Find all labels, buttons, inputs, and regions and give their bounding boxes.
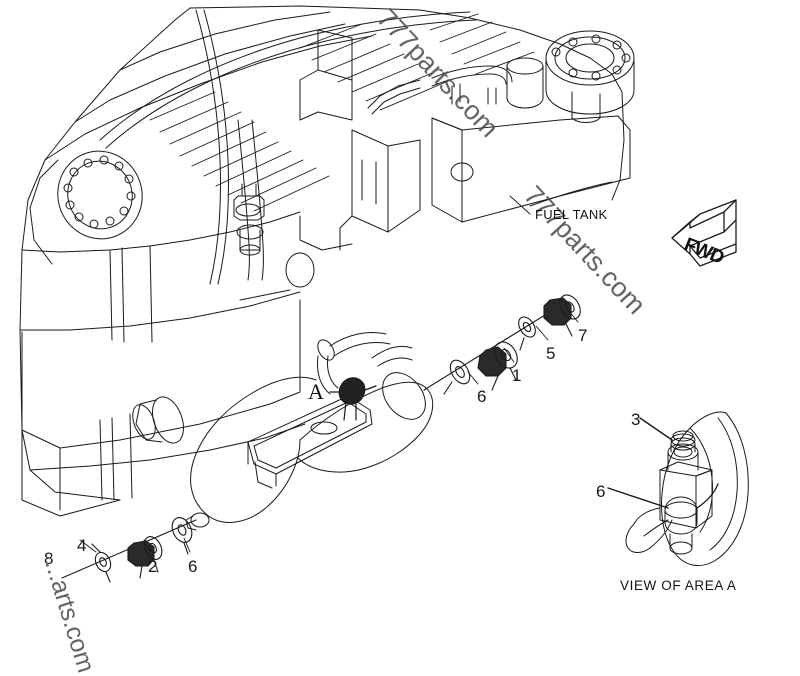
downpipe-valve-fitting bbox=[233, 183, 265, 256]
intake-manifold bbox=[299, 29, 353, 121]
engine-assembly-drawing bbox=[19, 5, 749, 583]
fuel-lines-top bbox=[367, 65, 513, 115]
view-of-area-a-caption: VIEW OF AREA A bbox=[620, 578, 737, 593]
exploded-fitting-chain-upper bbox=[423, 294, 581, 395]
callout-4: 4 bbox=[77, 536, 87, 555]
frame-rails bbox=[21, 245, 291, 517]
callout-6c: 6 bbox=[188, 557, 198, 576]
muffler-body bbox=[190, 345, 434, 523]
part-4-washer bbox=[91, 543, 112, 583]
diagram-canvas: 777parts.com 777parts.com ...arts.com FU… bbox=[19, 3, 749, 676]
breather-cylinder bbox=[506, 57, 544, 109]
part-7-nut bbox=[543, 294, 581, 337]
callout-2: 2 bbox=[148, 557, 158, 576]
part-5-washer bbox=[518, 316, 536, 351]
exhaust-downpipe bbox=[235, 119, 264, 281]
fwd-arrow-icon bbox=[671, 199, 737, 267]
callout-8: 8 bbox=[44, 549, 54, 568]
hood-rail bbox=[99, 9, 477, 285]
heat-shield bbox=[247, 395, 373, 489]
muffler-clamp-at-area-a bbox=[329, 377, 377, 421]
center-bracket bbox=[299, 129, 421, 251]
part-6c-washer bbox=[171, 517, 193, 555]
callout-6a: 6 bbox=[477, 387, 487, 406]
callout-6b: 6 bbox=[596, 482, 606, 501]
bell-housing-flange bbox=[29, 150, 143, 265]
top-cover-ribs-right bbox=[299, 23, 447, 111]
fuel-tank-fill-cap bbox=[545, 30, 635, 115]
part-2-fitting bbox=[127, 536, 163, 579]
callout-7: 7 bbox=[578, 326, 588, 345]
valve-cover-ribs bbox=[149, 91, 330, 212]
callout-3: 3 bbox=[631, 410, 641, 429]
callout-1: 1 bbox=[512, 366, 522, 385]
exhaust-elbow bbox=[317, 332, 391, 395]
rear-cover-ribs bbox=[429, 13, 535, 75]
area-a-marker: A bbox=[308, 379, 324, 404]
callout-5: 5 bbox=[546, 344, 556, 363]
fuel-tank-body bbox=[431, 91, 631, 223]
callout-leader-lines bbox=[79, 195, 579, 553]
exhaust-tail-stub bbox=[185, 512, 210, 531]
part-6a-washer bbox=[443, 359, 471, 395]
part-1-fitting bbox=[477, 341, 518, 391]
engine-body-outline bbox=[19, 5, 625, 501]
fuel-tank-label: FUEL TANK bbox=[535, 207, 608, 222]
view-of-area-a-detail bbox=[607, 411, 749, 567]
muffler-inlet-collar bbox=[132, 396, 185, 444]
oil-pan bbox=[21, 252, 315, 511]
